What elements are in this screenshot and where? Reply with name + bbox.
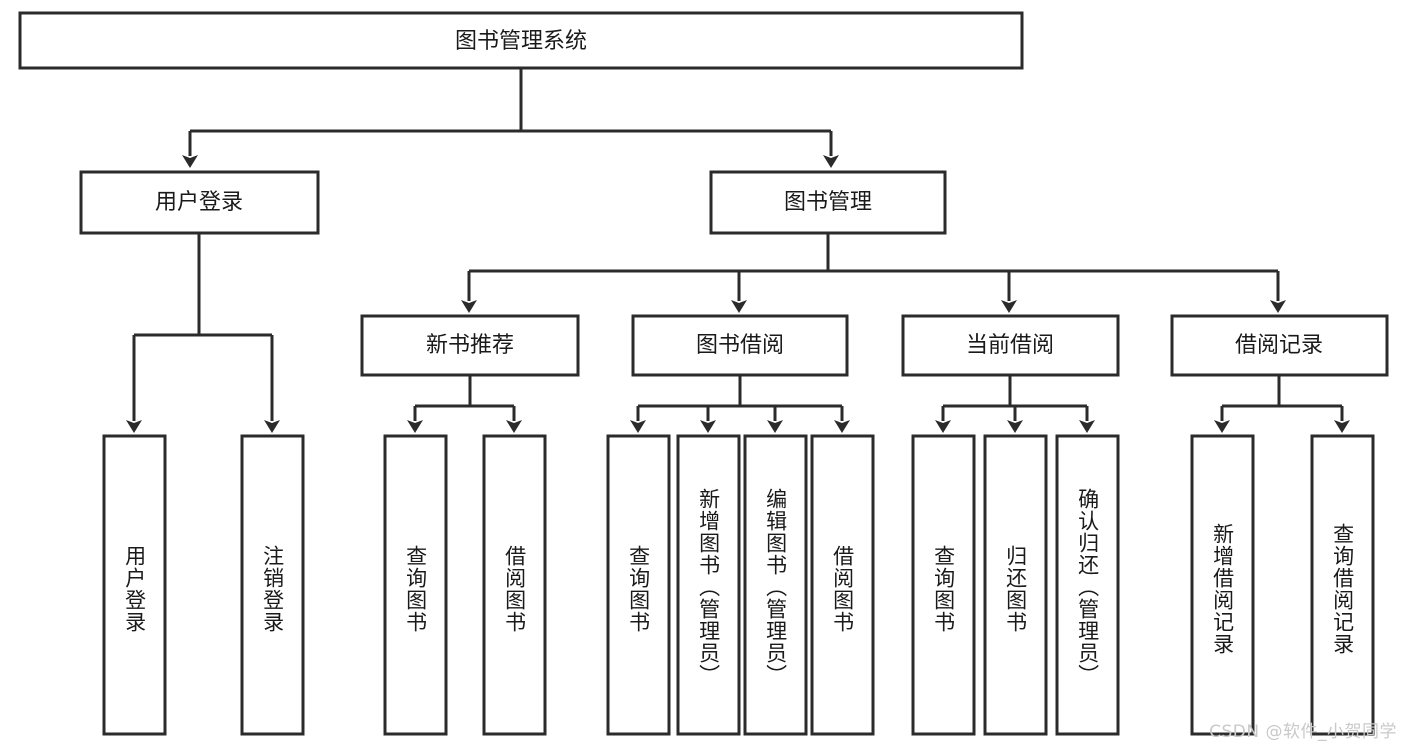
node-current-borrow-label: 当前借阅: [966, 333, 1054, 358]
leaf-label-borrow-record-1: 新增借阅记录: [1210, 523, 1235, 655]
node-user-login-rect: [79, 170, 320, 235]
leaf-label-user-login-2: 注销登录: [260, 545, 285, 633]
leaf-label-user-login-1: 用户登录: [122, 545, 147, 633]
node-new-book-recommend[interactable]: 新书推荐: [360, 314, 580, 377]
leaf-label-new-book-1: 查询图书: [403, 545, 428, 633]
leaf-rect-new-book-1[interactable]: [383, 434, 448, 736]
leaf-rect-current-borrow-1[interactable]: [911, 434, 976, 736]
leaf-label-book-borrow-1: 查询图书: [626, 545, 651, 633]
node-book-manage[interactable]: 图书管理: [709, 170, 947, 235]
node-book-manage-label: 图书管理: [784, 190, 872, 215]
leaf-rect-current-borrow-2[interactable]: [983, 434, 1048, 736]
node-borrow-record[interactable]: 借阅记录: [1170, 314, 1389, 377]
node-root[interactable]: 图书管理系统: [18, 11, 1024, 70]
node-root-rect: [18, 11, 1024, 70]
leaf-rect-book-borrow-1[interactable]: [606, 434, 671, 736]
leaf-rect-user-login-1[interactable]: [102, 434, 167, 736]
leaf-label-book-borrow-2: 新增图书（管理员）: [696, 488, 721, 686]
node-user-login-label: 用户登录: [155, 190, 243, 215]
leaf-label-book-borrow-4: 借阅图书: [830, 545, 855, 633]
leaf-label-current-borrow-2: 归还图书: [1003, 545, 1028, 633]
node-new-book-recommend-label: 新书推荐: [426, 333, 514, 358]
leaf-rect-user-login-2[interactable]: [240, 434, 305, 736]
leaf-rect-new-book-2[interactable]: [482, 434, 547, 736]
leaf-rect-borrow-record-2[interactable]: [1310, 434, 1375, 736]
leaf-rect-borrow-record-1[interactable]: [1190, 434, 1255, 736]
leaf-label-new-book-2: 借阅图书: [502, 545, 527, 633]
node-borrow-record-rect: [1170, 314, 1389, 377]
node-new-book-recommend-rect: [360, 314, 580, 377]
leaf-label-current-borrow-3: 确认归还（管理员）: [1075, 488, 1100, 686]
leaf-rect-book-borrow-3[interactable]: [743, 434, 808, 736]
leaf-label-borrow-record-2: 查询借阅记录: [1330, 523, 1355, 655]
leaf-label-current-borrow-1: 查询图书: [931, 545, 956, 633]
leaf-rect-book-borrow-4[interactable]: [810, 434, 875, 736]
node-current-borrow[interactable]: 当前借阅: [901, 314, 1120, 377]
leaf-label-book-borrow-3: 编辑图书（管理员）: [763, 488, 788, 686]
leaf-rect-book-borrow-2[interactable]: [676, 434, 741, 736]
csdn-watermark: CSDN @软件_小贺同学: [1209, 722, 1397, 742]
node-borrow-record-label: 借阅记录: [1235, 333, 1323, 358]
node-root-label: 图书管理系统: [455, 29, 587, 54]
node-book-borrow-label: 图书借阅: [696, 333, 784, 358]
node-book-borrow-rect: [631, 314, 849, 377]
leaf-rect-current-borrow-3[interactable]: [1055, 434, 1120, 736]
node-book-borrow[interactable]: 图书借阅: [631, 314, 849, 377]
node-current-borrow-rect: [901, 314, 1120, 377]
node-user-login[interactable]: 用户登录: [79, 170, 320, 235]
